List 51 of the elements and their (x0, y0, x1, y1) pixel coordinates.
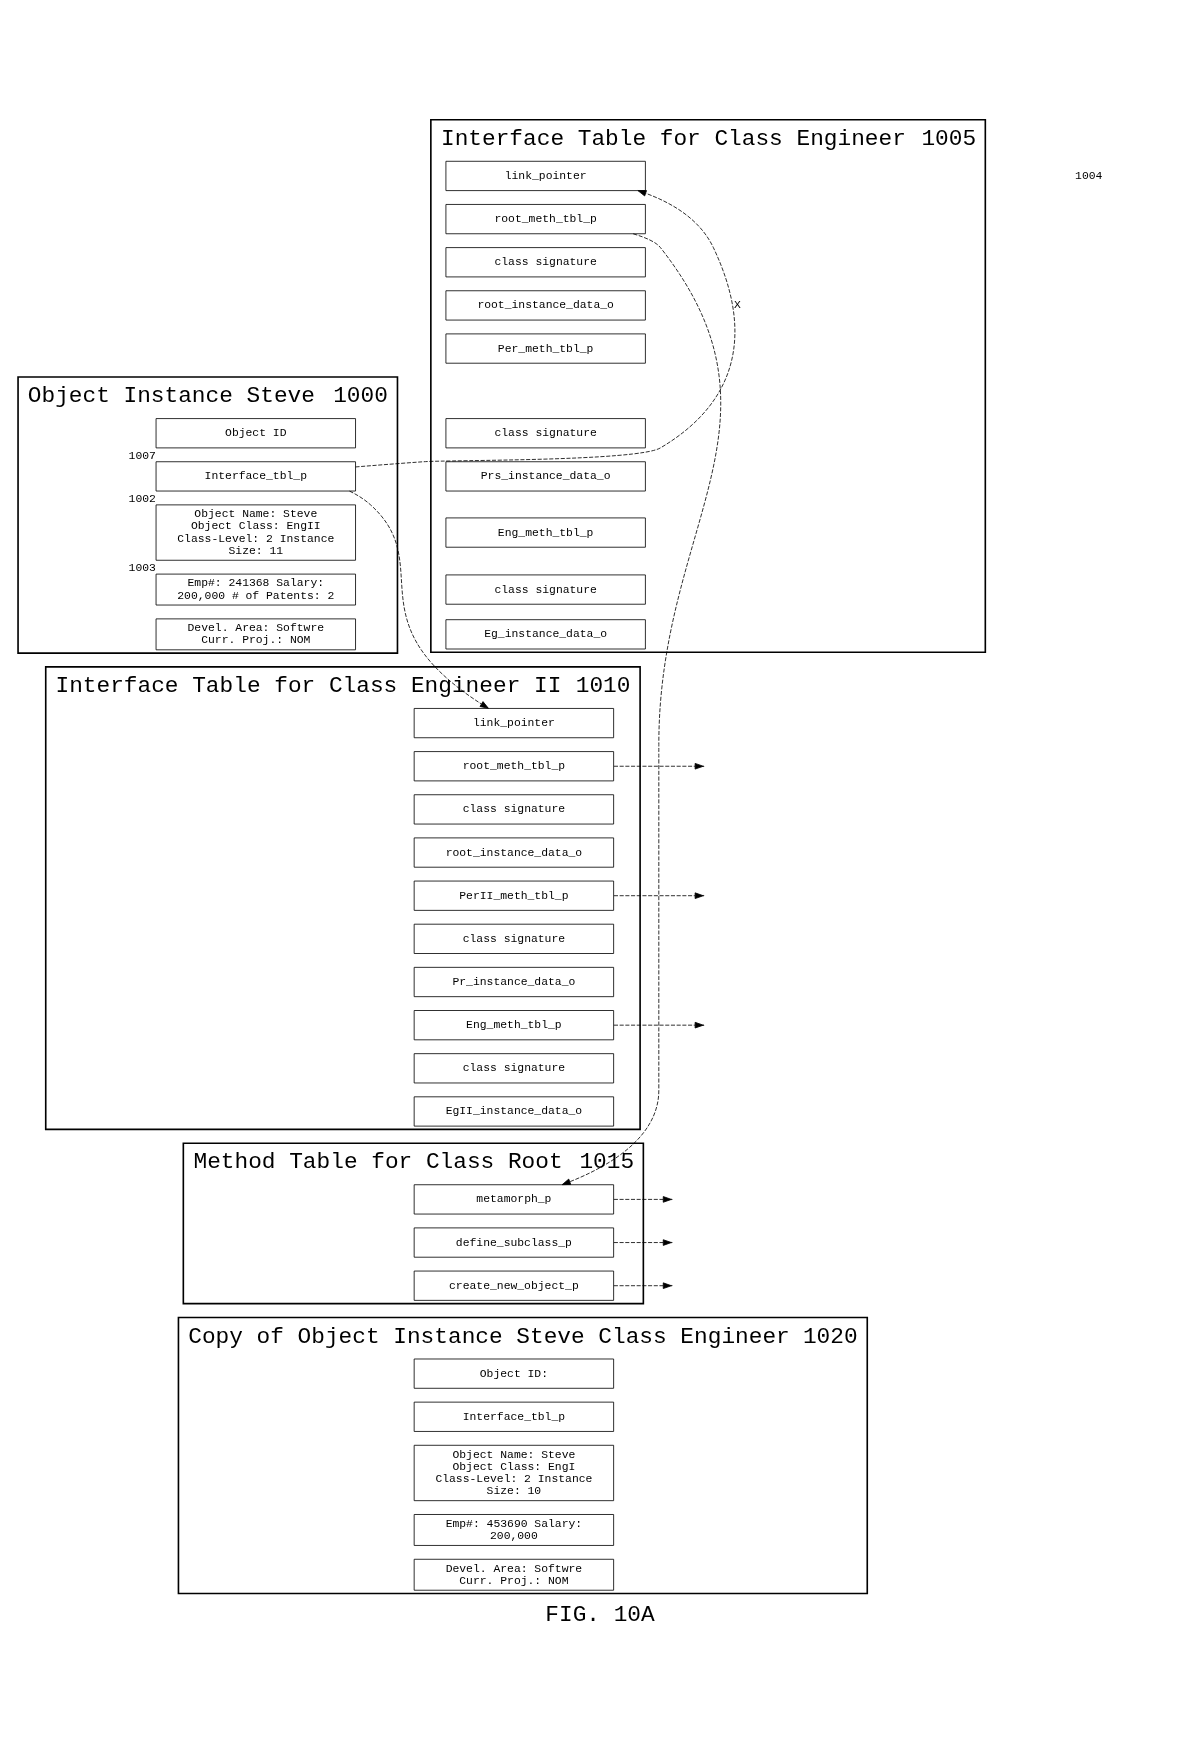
node-box: EgII_instance_data_o (413, 1096, 615, 1127)
node-box: PerII_meth_tbl_p (413, 880, 615, 911)
node-box: Eng_meth_tbl_p (445, 517, 646, 548)
node-box: Eg_instance_data_o (445, 619, 646, 650)
node-box: Emp#: 241368 Salary: 200,000 # of Patents: 2 (155, 573, 356, 606)
node-box: Devel. Area: Softwre Curr. Proj.: NOM (155, 618, 356, 651)
node-box: metamorph_p (413, 1184, 615, 1215)
node-box: root_meth_tbl_p (413, 751, 615, 782)
arrow (561, 233, 722, 1186)
node-box: class signature (413, 923, 615, 954)
node-label: 1002 (128, 492, 156, 505)
node-label: 1007 (128, 449, 156, 462)
label: 1004 (1075, 169, 1103, 182)
node-box: Eng_meth_tbl_p (413, 1010, 615, 1041)
node-box: Prs_instance_data_o (445, 461, 646, 492)
node-box: class signature (445, 418, 646, 449)
node-box: root_meth_tbl_p (445, 204, 646, 235)
node-box: Object ID: (413, 1358, 615, 1389)
arrow (613, 1282, 672, 1289)
node-box: class signature (445, 247, 646, 278)
node-label: 1005 (921, 125, 977, 152)
node-box: class signature (413, 794, 615, 825)
node-box: define_subclass_p (413, 1227, 615, 1258)
node-box: Object Name: Steve Object Class: EngII Class-Level: 2 Instance Size: 11 (155, 504, 356, 561)
node-box: class signature (413, 1053, 615, 1084)
arrow (355, 190, 736, 468)
node-label: 1010 (575, 673, 631, 700)
node-box: class signature (445, 574, 646, 605)
arrow (613, 763, 704, 770)
node-box: Devel. Area: Softwre Curr. Proj.: NOM (413, 1558, 615, 1591)
node-label: 1003 (128, 562, 156, 574)
node-label: 1020 (802, 1323, 858, 1350)
node-box: link_pointer (445, 160, 646, 191)
arrow (613, 1021, 704, 1029)
node-box: Object Name: Steve Object Class: EngI Class-Level: 2 Instance Size: 10 (413, 1444, 615, 1502)
node-label: 1015 (579, 1149, 635, 1176)
node-box: link_pointer (413, 708, 615, 739)
arrow (349, 490, 489, 709)
node-box: Per_meth_tbl_p (445, 333, 646, 364)
node-box: root_instance_data_o (445, 290, 646, 321)
node-box: root_instance_data_o (413, 837, 615, 868)
node-box: Object ID (155, 418, 356, 449)
node-box: Pr_instance_data_o (413, 966, 615, 998)
node-box: Interface_tbl_p (413, 1401, 615, 1432)
node-label: 1000 (333, 383, 388, 410)
edge-label: X (733, 299, 741, 312)
caption: FIG. 10A (545, 1602, 655, 1629)
node-box: Emp#: 453690 Salary: 200,000 (413, 1514, 615, 1546)
node-box: Interface_tbl_p (155, 461, 356, 492)
node-box: create_new_object_p (413, 1270, 615, 1301)
arrow (613, 892, 704, 899)
